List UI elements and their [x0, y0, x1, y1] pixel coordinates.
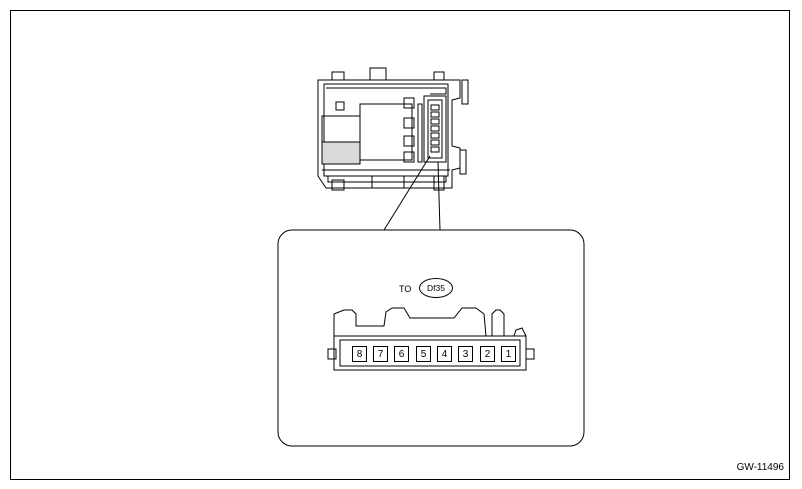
pin-label: 2 — [480, 346, 495, 362]
callout-leader-lines — [383, 155, 441, 231]
pin-label: 1 — [501, 346, 516, 362]
figure-code: GW-11496 — [736, 462, 784, 473]
connector-ref-badge: Df35 — [419, 278, 453, 298]
pin-label: 3 — [458, 346, 473, 362]
pin-label: 6 — [394, 346, 409, 362]
callout-to-label: TO — [399, 284, 412, 294]
pin-label: 7 — [373, 346, 388, 362]
pin-label: 5 — [416, 346, 431, 362]
connector-face — [327, 307, 535, 371]
figure-frame — [10, 10, 790, 480]
pin-label: 4 — [437, 346, 452, 362]
switch-unit-body — [317, 67, 469, 191]
connector-callout-panel — [277, 229, 585, 447]
pin-label: 8 — [352, 346, 367, 362]
